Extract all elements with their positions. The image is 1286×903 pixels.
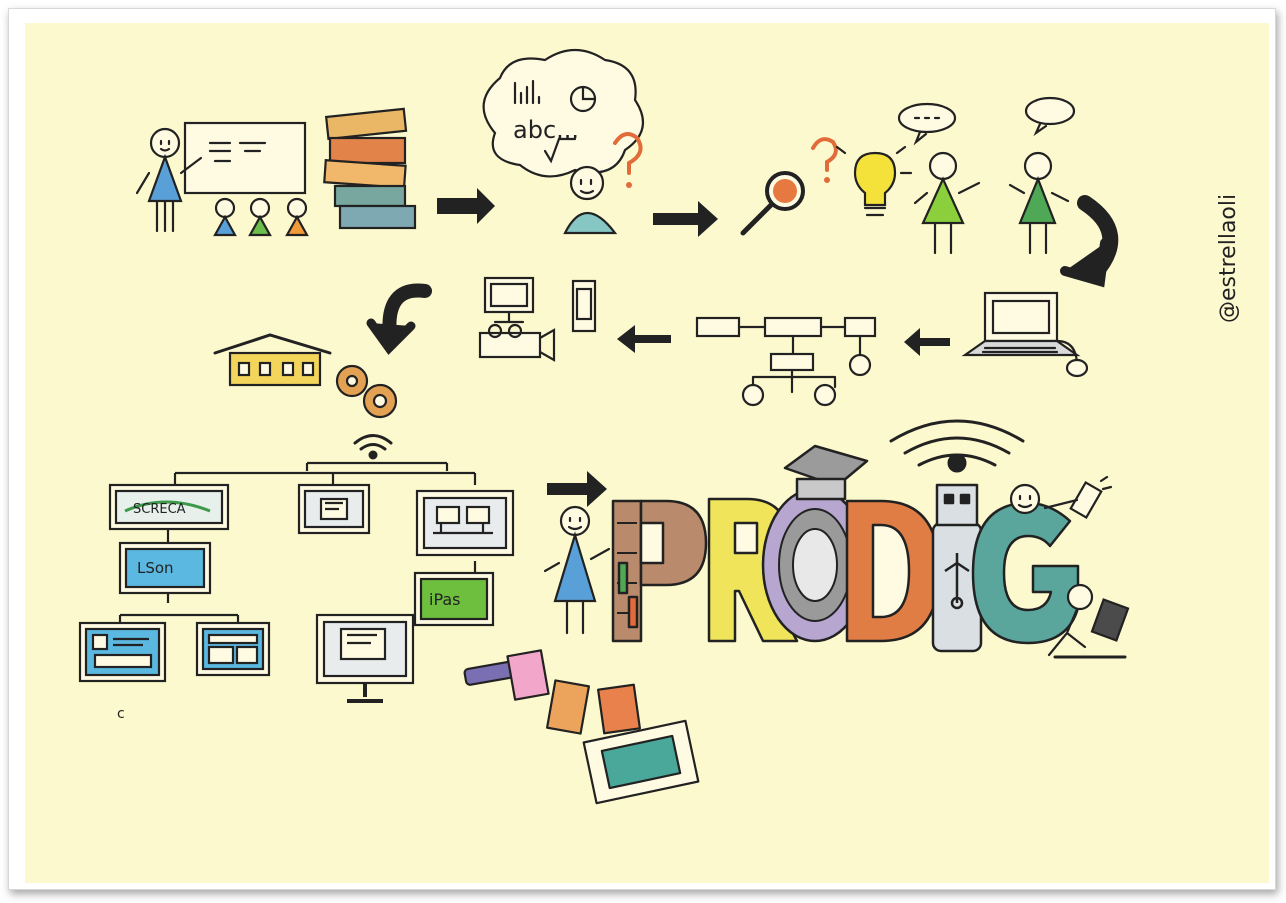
- thinking-person-icon: abc...: [482, 49, 645, 235]
- app-screen-screca: SCRECA: [108, 483, 230, 531]
- app-screen-right-top: [415, 489, 515, 557]
- arrow-right-icon: [653, 201, 718, 237]
- app-screen-lson: LSon: [118, 541, 212, 595]
- person-phone-icon: [1009, 475, 1113, 519]
- curved-arrow-down-icon: [366, 283, 432, 355]
- arrow-left-icon: [617, 325, 671, 353]
- app-screen-center: [297, 483, 371, 535]
- arrow-right-icon: [547, 471, 607, 507]
- curved-arrow-down-icon: [1060, 195, 1119, 288]
- arrow-left-icon: [904, 328, 950, 356]
- wifi-broadcast-icon: [889, 419, 1025, 473]
- letter-d-icon: [845, 499, 941, 643]
- hierarchy-lines: [118, 461, 477, 623]
- letter-o-icon: [761, 444, 869, 643]
- monitor-bottom-center: [315, 613, 415, 703]
- books-stack-icon: [323, 107, 417, 230]
- devices-icon: [478, 276, 597, 362]
- sketchnote-illustration: abc... @estrellaoli: [25, 23, 1269, 883]
- letter-i-usb-icon: [931, 483, 983, 653]
- photo-frame: abc... @estrellaoli: [8, 8, 1276, 890]
- app-screen-ipas: iPas: [413, 571, 495, 627]
- screen-label-screca: SCRECA: [133, 502, 186, 517]
- letter-p-icon: [611, 499, 708, 643]
- flowchart-icon: [695, 316, 877, 407]
- laptop-mouse-icon: [961, 291, 1089, 378]
- screen-label-ipas: iPas: [429, 590, 461, 609]
- prodig-word-art: [611, 444, 1080, 653]
- arrow-right-icon: [437, 188, 495, 224]
- screen-label-lson: LSon: [137, 559, 174, 577]
- teacher-classroom-icon: [135, 121, 309, 237]
- corner-mark: c: [117, 706, 125, 722]
- app-screen-left-bottom: [78, 621, 167, 683]
- person-blue-icon: [543, 505, 611, 635]
- school-gears-icon: [213, 333, 398, 419]
- conversation-people-icon: [897, 96, 1076, 255]
- wifi-icon: [353, 434, 393, 460]
- person-reading-icon: [1047, 583, 1130, 659]
- search-idea-icon: [740, 137, 913, 236]
- author-signature: @estrellaoli: [1216, 194, 1241, 323]
- falling-media-icons: [463, 649, 700, 805]
- app-screen-right-bottom: [195, 621, 271, 677]
